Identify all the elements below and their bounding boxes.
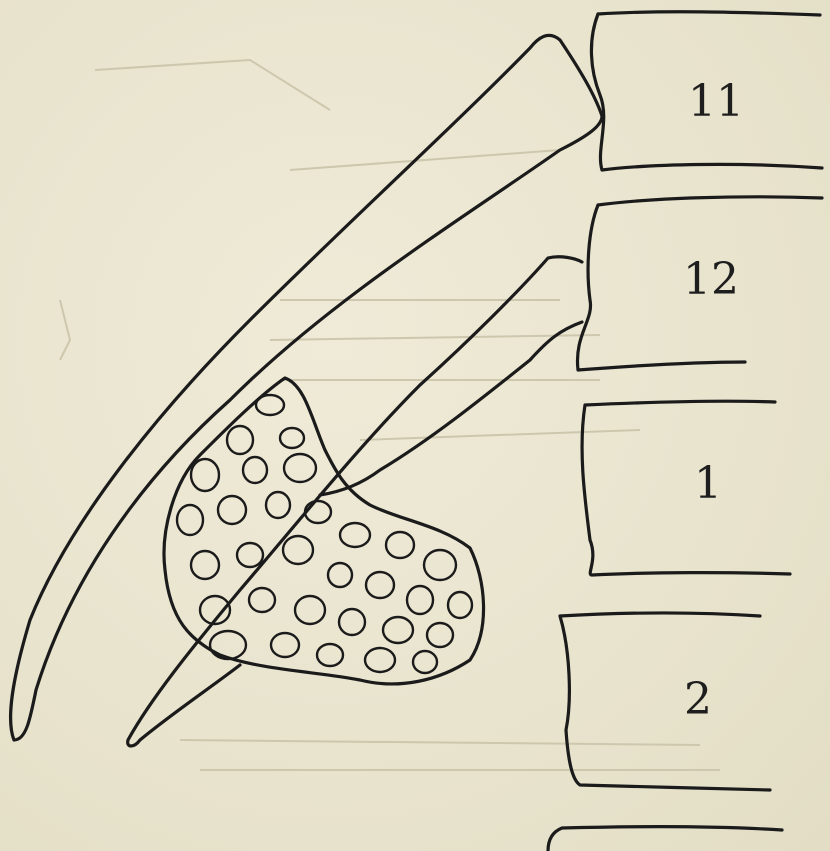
vertebra-label-2: 2 — [684, 678, 712, 722]
vertebra-label-12: 12 — [683, 258, 739, 302]
vertebra-label-11: 11 — [688, 80, 744, 124]
vertebra-l2 — [560, 613, 770, 790]
rib-11 — [11, 35, 602, 740]
rib-12 — [128, 257, 582, 746]
vertebra-l1 — [582, 401, 790, 575]
vertebra-l3 — [548, 827, 782, 851]
vertebra-label-1: 1 — [694, 462, 722, 506]
